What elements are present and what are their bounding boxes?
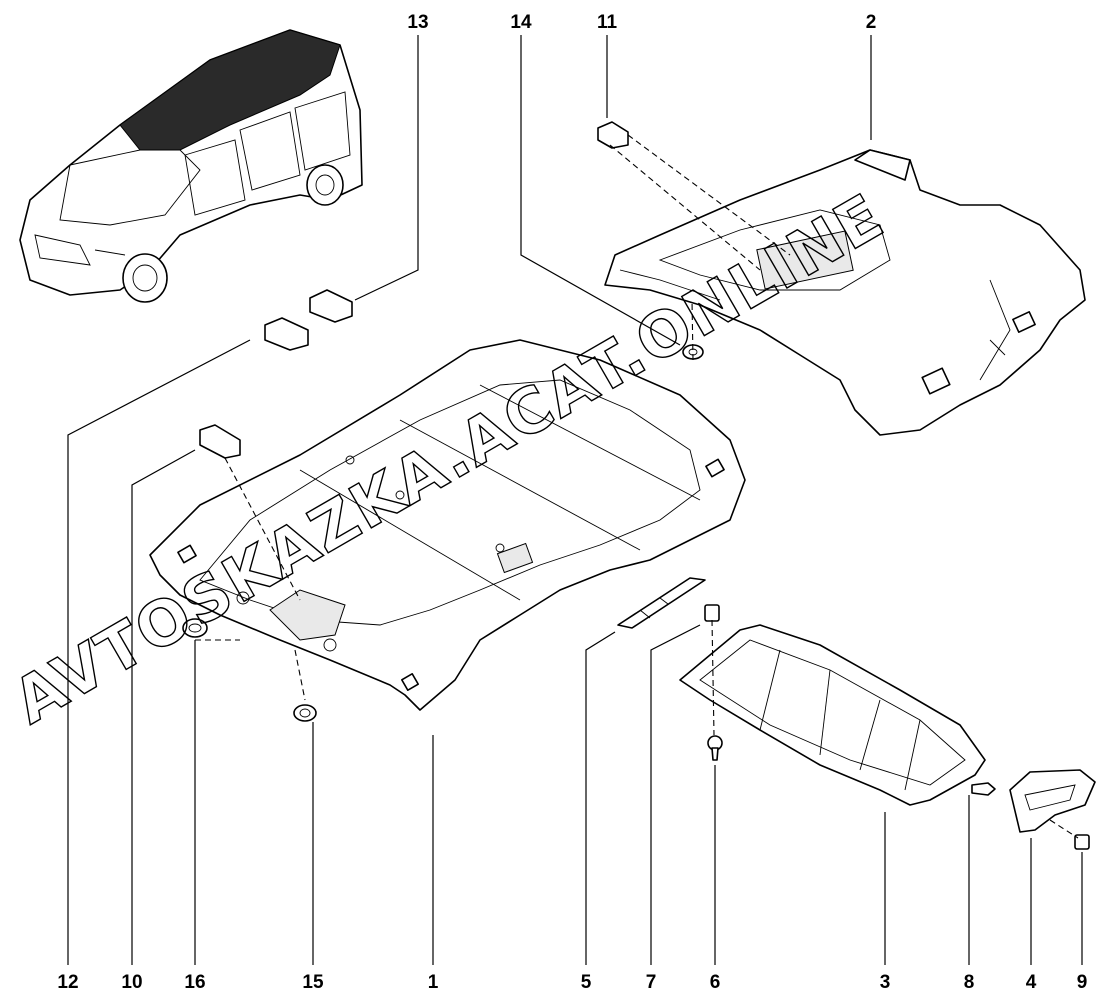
callout-8: 8 (964, 972, 975, 993)
callout-15: 15 (302, 972, 324, 993)
callout-4: 4 (1026, 972, 1037, 993)
callout-2: 2 (866, 12, 877, 33)
callout-5: 5 (581, 972, 592, 993)
callout-9: 9 (1077, 972, 1088, 993)
part-4-bracket (1009, 769, 1096, 833)
callout-6: 6 (710, 972, 721, 993)
part-2-rear-headliner (604, 149, 1086, 436)
part-3-panel (679, 624, 986, 806)
callout-14: 14 (510, 12, 532, 33)
vehicle-illustration (19, 29, 363, 303)
callout-labels: 13 14 11 2 12 10 16 15 1 5 7 6 3 8 4 9 (57, 12, 1087, 993)
callout-7: 7 (646, 972, 657, 993)
callout-16: 16 (184, 972, 205, 993)
callout-12: 12 (57, 972, 78, 993)
fasteners (182, 121, 1090, 850)
callout-3: 3 (880, 972, 891, 993)
assembly-guides (195, 134, 1079, 839)
callout-10: 10 (121, 972, 142, 993)
leader-lines (67, 35, 1083, 965)
part-1-main-headliner (149, 339, 746, 711)
part-5-strip (617, 577, 706, 629)
callout-11: 11 (597, 12, 618, 33)
callout-13: 13 (407, 12, 428, 33)
callout-1: 1 (428, 972, 439, 993)
